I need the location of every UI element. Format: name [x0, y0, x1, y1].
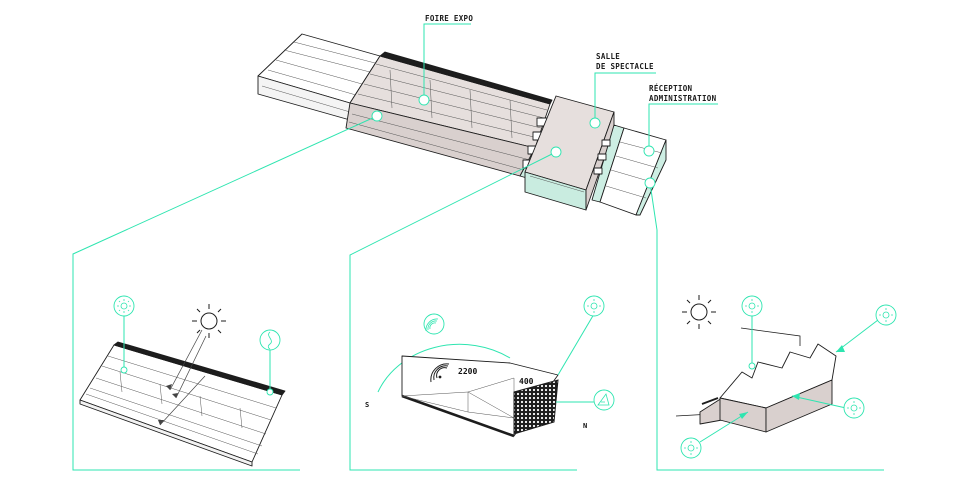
detail-salle: 2200 400 S N: [365, 295, 615, 438]
sun-icon: [682, 295, 716, 329]
capacity-2200: 2200: [458, 367, 477, 376]
detail-foire-expo: [79, 295, 286, 467]
callout-foire-expo: FOIRE EXPO: [418, 14, 473, 106]
sun-ventilation-icon: [583, 295, 605, 317]
compass-south: S: [365, 401, 369, 409]
label-reception-line1: RÉCEPTION: [649, 84, 693, 93]
triangle-icon: [593, 389, 615, 411]
foire-expo-hall: [345, 51, 553, 177]
sun-ventilation-icon: [680, 437, 702, 459]
detail-reception: [675, 295, 897, 459]
callout-salle-spectacle: SALLE DE SPECTACLE: [589, 52, 656, 129]
capacity-400: 400: [519, 377, 534, 386]
sun-ventilation-icon: [843, 397, 865, 419]
wifi-acoustic-icon: [423, 313, 445, 335]
label-reception-line2: ADMINISTRATION: [649, 94, 717, 103]
detail-leaders: [72, 110, 884, 471]
sun-ventilation-icon: [741, 295, 763, 317]
label-foire-expo: FOIRE EXPO: [425, 14, 473, 23]
sun-rays-arrows: [158, 329, 207, 426]
wifi-acoustic-icon-small: [430, 363, 450, 383]
compass-north: N: [583, 422, 587, 430]
water-wave-icon: [259, 329, 281, 351]
foire-expo-west-wing: [257, 33, 381, 121]
label-salle-line2: DE SPECTACLE: [596, 62, 654, 71]
callout-reception: RÉCEPTION ADMINISTRATION: [643, 84, 718, 157]
seating-grid: [513, 379, 559, 435]
glass-link: [591, 124, 625, 203]
label-salle-line1: SALLE: [596, 52, 620, 61]
sun-icon: [192, 304, 226, 338]
sun-ventilation-icon: [113, 295, 135, 317]
sun-ventilation-icon: [875, 304, 897, 326]
